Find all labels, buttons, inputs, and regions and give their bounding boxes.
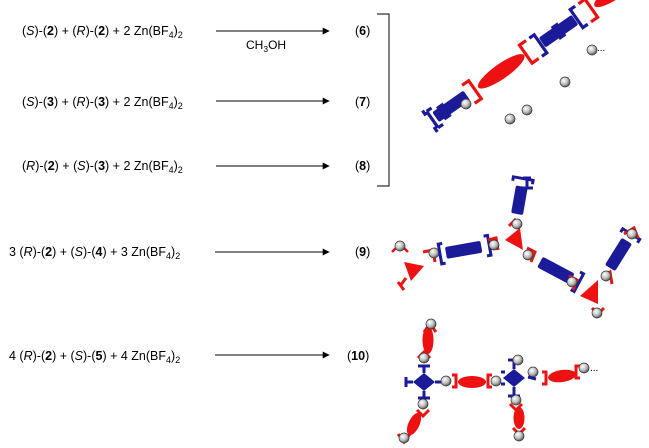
cross-network-structure-10: ... bbox=[396, 318, 598, 445]
product-label-8: (8) bbox=[355, 159, 371, 173]
reaction-10-reactants: 4 (R)-(2) + (S)-(5) + 4 Zn(BF4)2 bbox=[9, 349, 181, 365]
reaction-8-reactants: (R)-(2) + (S)-(3) + 2 Zn(BF4)2 bbox=[22, 159, 183, 175]
chain-ellipsis-10: ... bbox=[590, 363, 598, 374]
linear-chain-structure: ... bbox=[421, 0, 641, 133]
reaction-6-reactants: (S)-(2) + (R)-(2) + 2 Zn(BF4)2 bbox=[22, 24, 183, 40]
reaction-9-reactants: 3 (R)-(2) + (S)-(4) + 3 Zn(BF4)2 bbox=[9, 245, 181, 261]
branched-network-structure-9 bbox=[391, 175, 642, 319]
grouping-bracket bbox=[377, 13, 390, 187]
product-label-7: (7) bbox=[355, 95, 371, 109]
product-label-10: (10) bbox=[347, 349, 370, 363]
reaction-condition: CH3OH bbox=[246, 38, 287, 54]
product-label-9: (9) bbox=[355, 245, 371, 259]
chain-ellipsis-6: ... bbox=[597, 43, 605, 54]
product-label-6: (6) bbox=[355, 24, 371, 38]
reaction-7-reactants: (S)-(3) + (R)-(3) + 2 Zn(BF4)2 bbox=[22, 95, 183, 111]
